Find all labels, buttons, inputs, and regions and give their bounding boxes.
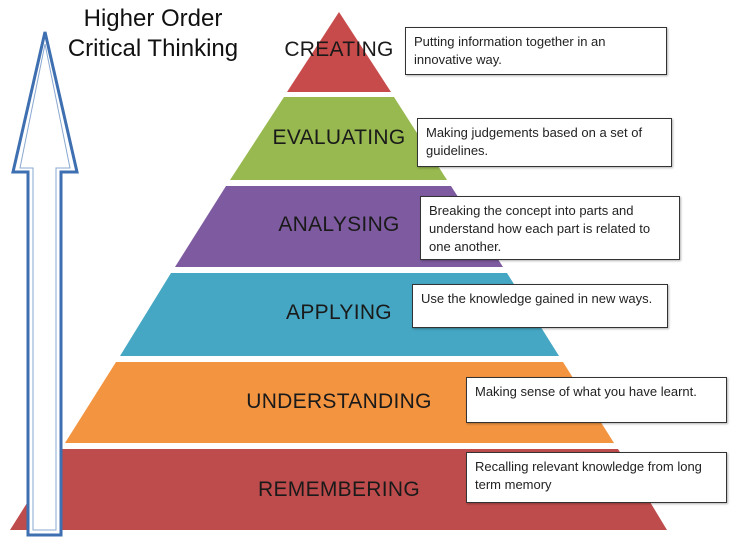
level-label-creating: CREATING	[284, 38, 394, 61]
level-label-applying: APPLYING	[286, 301, 392, 324]
level-label-understanding: UNDERSTANDING	[246, 390, 432, 413]
diagram-title: Higher Order Critical Thinking	[48, 4, 258, 64]
layer-evaluating	[230, 97, 447, 180]
description-remembering: Recalling relevant knowledge from long t…	[466, 452, 727, 503]
title-line-1: Higher Order	[83, 5, 223, 32]
level-label-evaluating: EVALUATING	[272, 126, 406, 149]
description-evaluating: Making judgements based on a set of guid…	[417, 118, 672, 167]
level-label-remembering: REMEMBERING	[258, 478, 420, 501]
description-analysing: Breaking the concept into parts and unde…	[420, 196, 680, 260]
title-line-2: Critical Thinking	[67, 35, 239, 62]
layer-creating	[287, 12, 391, 92]
description-understanding: Making sense of what you have learnt.	[466, 377, 727, 423]
up-arrow-icon	[11, 31, 79, 537]
level-label-analysing: ANALYSING	[278, 213, 400, 236]
description-applying: Use the knowledge gained in new ways.	[412, 284, 668, 328]
description-creating: Putting information together in an innov…	[405, 27, 667, 75]
